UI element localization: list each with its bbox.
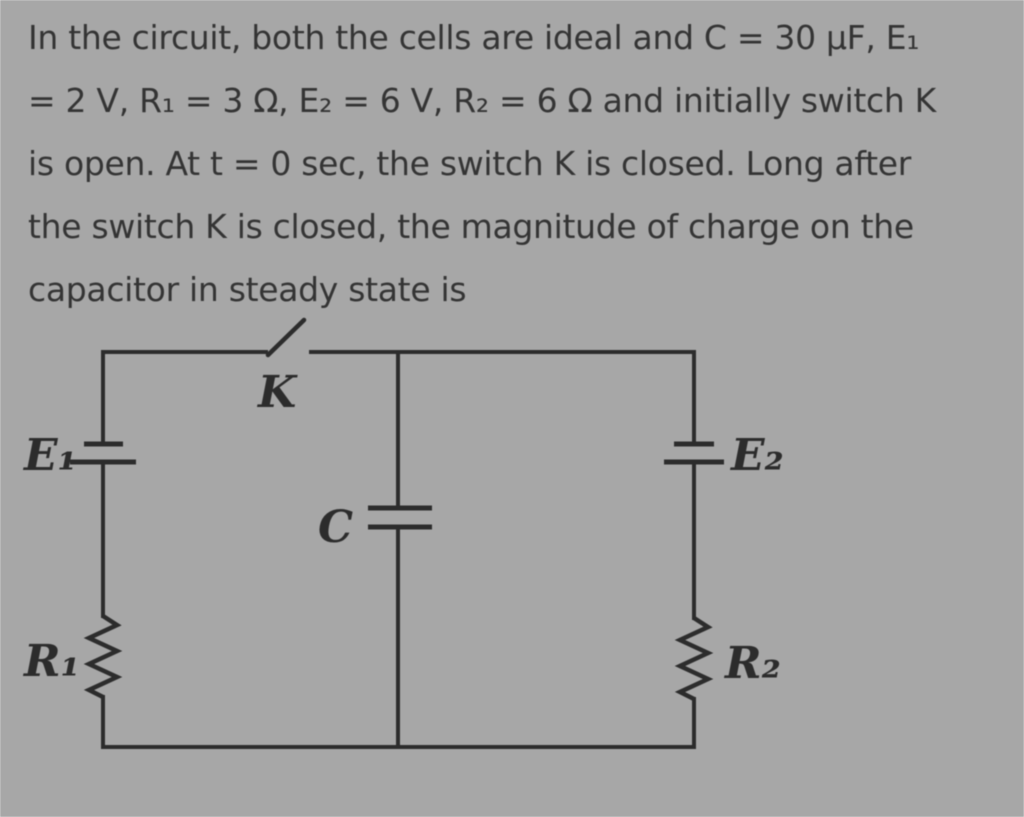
cell-e2-label: E₂ [729,430,784,481]
resistor-r2-zigzag [674,616,714,702]
question-text: In the circuit, both the cells are ideal… [28,6,936,321]
resistor-r1-label: R₁ [22,636,80,687]
question-line-2: = 2 V, R₁ = 3 Ω, E₂ = 6 V, R₂ = 6 Ω and … [28,81,936,120]
resistor-r1-zigzag [83,614,123,700]
resistor-r2-label: R₂ [723,638,781,689]
question-line-4: the switch K is closed, the magnitude of… [28,207,914,246]
cell-e1-label: E₁ [22,430,77,481]
question-line-1: In the circuit, both the cells are ideal… [28,18,920,57]
question-line-5: capacitor in steady state is [28,270,467,309]
switch-blade [265,317,307,358]
question-line-3: is open. At t = 0 sec, the switch K is c… [28,144,911,183]
capacitor-label: C [318,502,353,553]
switch-label: K [256,367,298,418]
